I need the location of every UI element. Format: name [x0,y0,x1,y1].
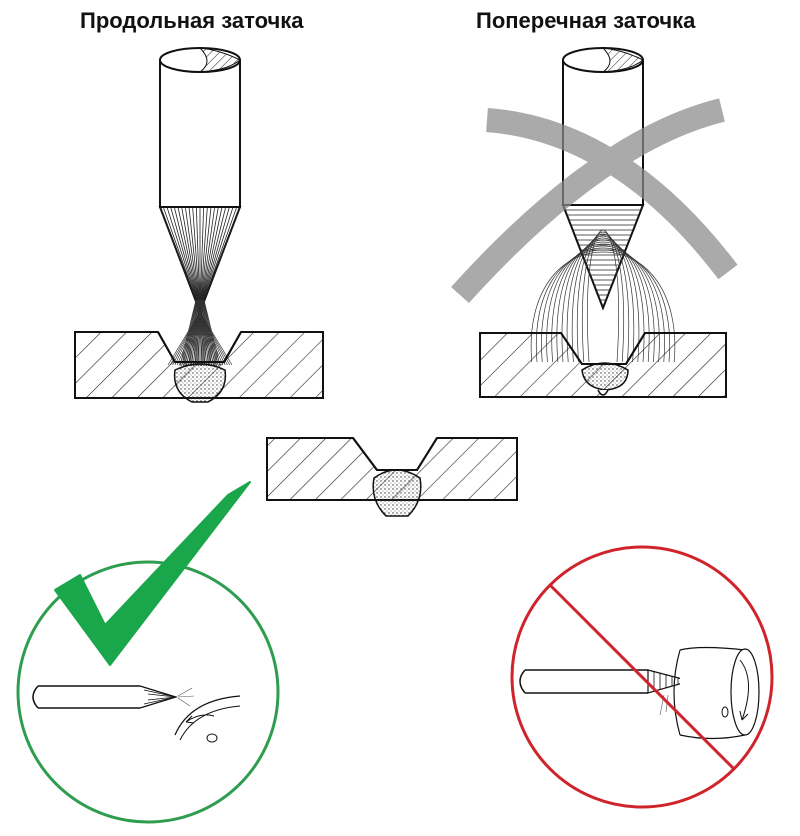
grinding-wheel-icon [174,695,241,743]
prohibited-icon [548,583,736,771]
title-longitudinal-sharpening: Продольная заточка [80,8,304,33]
wrong-grinding-illustration [510,545,774,809]
workpiece-left [74,331,324,403]
cross-out-icon [451,98,738,304]
title-transverse-sharpening: Поперечная заточка [476,8,696,33]
electrode-longitudinal [158,47,242,315]
workpiece-right [479,332,727,398]
arc-spread [530,229,676,363]
check-mark-icon [54,481,251,666]
grinding-wheel-icon [673,646,760,740]
arc-focused [167,299,233,367]
workpiece-center [266,437,518,517]
